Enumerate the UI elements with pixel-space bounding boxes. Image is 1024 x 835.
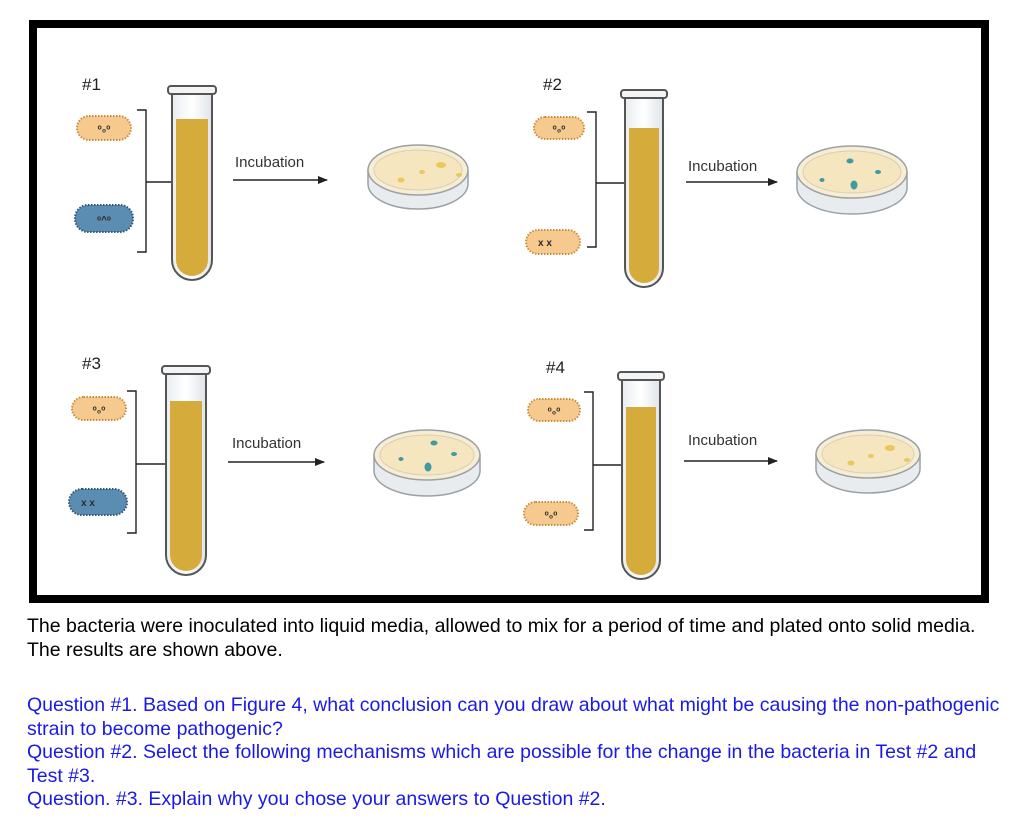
incubation-label: Incubation: [235, 154, 304, 171]
colony-yellow: [904, 458, 910, 462]
petri-dish: [796, 145, 908, 215]
colony-teal: [850, 180, 858, 190]
colony-yellow: [868, 454, 874, 458]
bacterium-pathogenic: ᵒ^ᵒ: [74, 204, 134, 233]
test-tube: [617, 371, 665, 580]
colonies: [847, 445, 910, 466]
incubation-label: Incubation: [688, 158, 757, 175]
test-1: #1 ᵒ₀ᵒ ᵒ^ᵒ Incubation: [74, 75, 469, 281]
test-3: #3 ᵒ₀ᵒ x x Incubation: [68, 354, 481, 576]
colony-teal: [819, 178, 825, 182]
bacterium-face: ᵒ₀ᵒ: [93, 405, 106, 416]
bacterium-non-pathogenic: ᵒ₀ᵒ: [533, 116, 585, 140]
incubation-label: Incubation: [232, 435, 301, 452]
bacterium-face: ᵒ₀ᵒ: [98, 124, 111, 135]
bacterium-non-pathogenic: ᵒ₀ᵒ: [523, 501, 579, 526]
test-2: #2 ᵒ₀ᵒ x x Incubation: [525, 75, 908, 288]
bacterium-face: x x: [538, 238, 552, 249]
colonies: [819, 158, 881, 190]
test-tube: [167, 85, 217, 281]
test-label: #3: [82, 354, 101, 373]
bacterium-non-pathogenic: x x: [525, 229, 581, 255]
colony-yellow: [419, 170, 425, 174]
test-label: #4: [546, 358, 565, 377]
colony-teal: [430, 440, 438, 446]
bacterium-face: ᵒ₀ᵒ: [553, 124, 566, 135]
colony-teal: [846, 158, 854, 164]
question-3: Question. #3. Explain why you chose your…: [27, 788, 606, 810]
colonies: [398, 440, 457, 472]
question-list: Question #1. Based on Figure 4, what con…: [27, 694, 1002, 812]
bacterium-non-pathogenic: ᵒ₀ᵒ: [527, 398, 581, 422]
colony-yellow: [436, 162, 446, 168]
colony-teal: [451, 452, 457, 456]
colony-teal: [398, 457, 404, 461]
bacterium-pathogenic: x x: [68, 488, 128, 516]
colonies: [397, 162, 462, 183]
petri-dish: [367, 144, 469, 210]
figure-caption: The bacteria were inoculated into liquid…: [27, 615, 976, 661]
petri-dish: [373, 429, 481, 497]
bacterium-face: ᵒ₀ᵒ: [548, 406, 561, 417]
test-4: #4 ᵒ₀ᵒ ᵒ₀ᵒ Incubation: [523, 358, 921, 580]
colony-yellow: [397, 177, 405, 183]
test-tube: [620, 89, 668, 288]
colony-yellow: [847, 460, 855, 466]
bacterium-face: x x: [81, 498, 95, 509]
colony-yellow: [456, 173, 462, 177]
test-tube: [161, 365, 211, 576]
colony-teal: [424, 462, 432, 472]
bacterium-face: ᵒ₀ᵒ: [545, 510, 558, 521]
question-1: Question #1. Based on Figure 4, what con…: [27, 694, 1000, 740]
experiment-figure: #1 ᵒ₀ᵒ ᵒ^ᵒ Incubation: [29, 20, 989, 603]
incubation-label: Incubation: [688, 432, 757, 449]
bacterium-non-pathogenic: ᵒ₀ᵒ: [71, 396, 127, 421]
colony-yellow: [885, 445, 895, 451]
question-2: Question #2. Select the following mechan…: [27, 741, 977, 787]
bacterium-non-pathogenic: ᵒ₀ᵒ: [76, 115, 132, 141]
test-label: #1: [82, 75, 101, 94]
bacterium-face: ᵒ^ᵒ: [97, 215, 111, 226]
test-label: #2: [543, 75, 562, 94]
petri-dish: [815, 429, 921, 494]
colony-teal: [875, 170, 881, 174]
